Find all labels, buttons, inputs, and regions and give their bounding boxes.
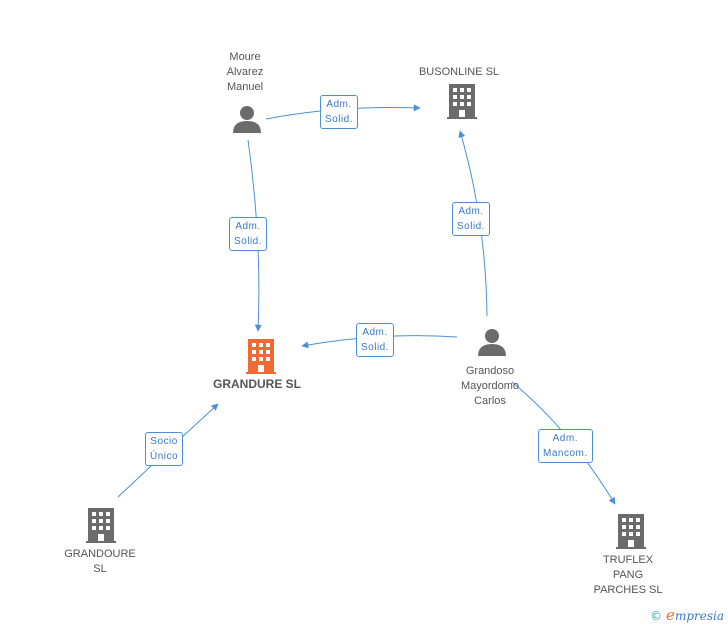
brand-name: mpresia [674,609,724,623]
edge-label-grandoso-truflex: Adm. Mancom. [538,429,593,463]
edge-label-grandoure-grandure: Socio Único [145,432,184,466]
building-icon-highlight[interactable] [246,339,276,374]
edge-label-moure-grandure: Adm. Solid. [229,217,268,251]
building-icon[interactable] [86,508,116,543]
edge-label-grandoso-busonline: Adm. Solid. [452,202,491,236]
node-label-grandure[interactable]: GRANDURE SL [212,377,301,391]
brand-logo[interactable]: ©empresia [650,606,724,624]
building-icon[interactable] [447,84,477,119]
node-label-grandoure[interactable]: GRANDOURE SL [64,548,136,575]
person-icon[interactable] [233,106,261,133]
node-label-moure[interactable]: Moure Alvarez Manuel [226,51,264,93]
brand-initial: e [666,606,675,624]
node-label-grandoso[interactable]: Grandoso Mayordomo Carlos [460,365,520,407]
node-label-busonline[interactable]: BUSONLINE SL [418,66,500,78]
edge-label-grandoso-grandure: Adm. Solid. [356,323,395,357]
person-icon[interactable] [478,329,506,356]
building-icon[interactable] [616,514,646,549]
edge-label-moure-busonline: Adm. Solid. [320,95,359,129]
copyright-symbol: © [650,609,663,623]
node-label-truflex[interactable]: TRUFLEX PANG PARCHES SL [593,554,663,596]
